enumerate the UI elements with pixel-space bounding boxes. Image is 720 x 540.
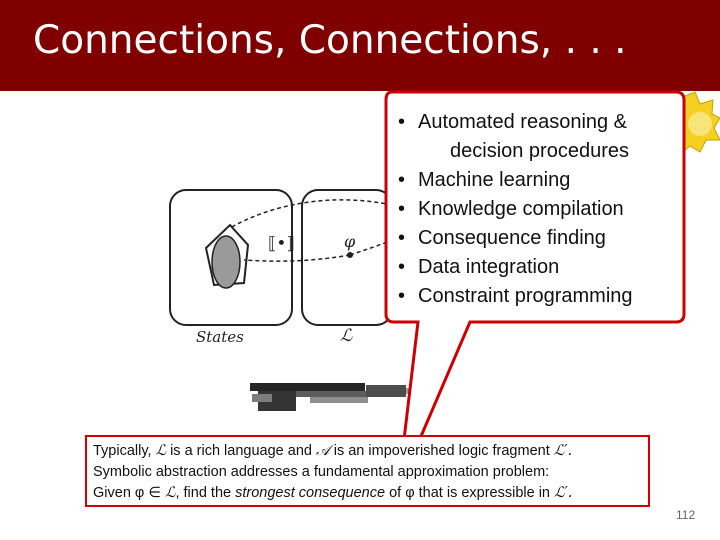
- callout-item: Knowledge compilation: [398, 195, 678, 224]
- callout-item: Consequence finding: [398, 224, 678, 253]
- note-text: Given φ ∈: [93, 485, 165, 501]
- note-text: Typically,: [93, 443, 156, 459]
- sun-icon: [675, 91, 720, 155]
- note-line-3: Given φ ∈ ℒ, find the strongest conseque…: [93, 483, 642, 504]
- note-text: , find the: [175, 485, 236, 501]
- note-math: 𝒜: [315, 443, 330, 459]
- callout-list: Automated reasoning & decision procedure…: [398, 108, 678, 311]
- note-math: ℒ: [165, 485, 176, 501]
- callout-item: decision procedures: [450, 140, 629, 162]
- note-math: ℒ′.: [553, 443, 573, 459]
- callout-item: Data integration: [398, 253, 678, 282]
- dashed-arrow-top: [229, 199, 393, 229]
- language-label: ℒ: [340, 326, 353, 346]
- note-box: Typically, ℒ is a rich language and 𝒜 is…: [85, 435, 650, 507]
- states-ellipse: [211, 235, 241, 289]
- callout-item: Constraint programming: [398, 282, 678, 311]
- language-box: [301, 189, 393, 326]
- title-bar: Connections, Connections, . . .: [0, 0, 720, 91]
- note-text: of φ that is expressible in: [385, 485, 555, 501]
- note-text: is a rich language and: [166, 443, 316, 459]
- callout-item: Machine learning: [398, 166, 678, 195]
- p-logo: [250, 383, 436, 411]
- note-math: ℒ: [155, 443, 167, 459]
- states-label: States: [196, 328, 244, 346]
- note-line-1: Typically, ℒ is a rich language and 𝒜 is…: [93, 441, 642, 462]
- states-box: [169, 189, 293, 326]
- dashed-arrow-right: [349, 239, 393, 256]
- semantics-label: ⟦•⟧: [268, 234, 295, 254]
- dashed-arrow-bottom: [243, 254, 351, 262]
- note-text: is an impoverished logic fragment: [329, 443, 554, 459]
- note-line-2: Symbolic abstraction addresses a fundame…: [93, 464, 550, 480]
- note-math: ℒ′.: [554, 485, 573, 501]
- slide-title: Connections, Connections, . . .: [33, 18, 627, 63]
- callout-item: Automated reasoning &: [398, 108, 678, 137]
- page-number: 112: [676, 508, 696, 522]
- note-emphasis: strongest consequence: [235, 485, 386, 501]
- phi-point: [347, 252, 353, 258]
- phi-label: φ: [344, 232, 356, 251]
